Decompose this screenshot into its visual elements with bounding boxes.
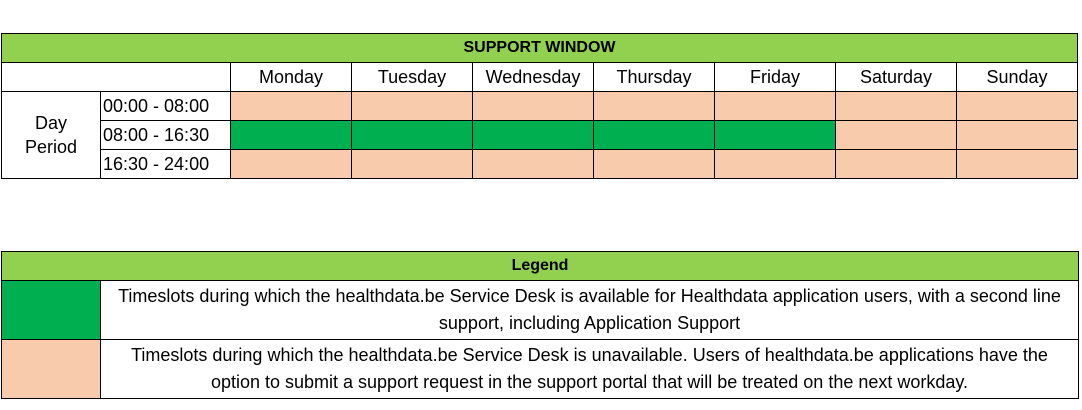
- slot-cell: [714, 120, 836, 150]
- table-row: 16:30 - 24:00: [2, 149, 1078, 179]
- slot-cell: [230, 149, 352, 179]
- day-header: Tuesday: [351, 62, 473, 92]
- time-slot-label: 00:00 - 08:00: [100, 91, 231, 121]
- slot-cell: [351, 120, 473, 150]
- period-label-line2: Period: [24, 137, 78, 157]
- day-header: Saturday: [835, 62, 957, 92]
- slot-cell: [714, 91, 836, 121]
- support-window-title: SUPPORT WINDOW: [1, 33, 1078, 63]
- day-header: Monday: [230, 62, 352, 92]
- legend-table: Legend Timeslots during which the health…: [0, 251, 1080, 399]
- slot-cell: [472, 91, 594, 121]
- support-window-table: SUPPORT WINDOW Monday Tuesday Wednesday …: [1, 33, 1078, 179]
- time-slot-label: 16:30 - 24:00: [100, 149, 231, 179]
- slot-cell: [835, 120, 957, 150]
- corner-cell: [1, 62, 231, 92]
- day-header: Friday: [714, 62, 836, 92]
- legend-text-unavailable: Timeslots during which the healthdata.be…: [99, 339, 1080, 399]
- slot-cell: [956, 120, 1078, 150]
- legend-swatch-unavailable: [1, 339, 101, 399]
- slot-cell: [472, 149, 594, 179]
- day-header: Wednesday: [472, 62, 594, 92]
- slot-cell: [956, 91, 1078, 121]
- slot-cell: [472, 120, 594, 150]
- slot-cell: [351, 91, 473, 121]
- table-row: Day Period 00:00 - 08:00: [1, 91, 1078, 179]
- slot-cell: [593, 120, 715, 150]
- slot-cell: [593, 149, 715, 179]
- slot-cell: [714, 149, 836, 179]
- slot-cell: [230, 91, 352, 121]
- slot-cell: [835, 91, 957, 121]
- legend-swatch-available: [1, 280, 101, 340]
- legend-text-available: Timeslots during which the healthdata.be…: [99, 280, 1080, 340]
- legend-row: Timeslots during which the healthdata.be…: [1, 280, 1080, 340]
- slot-cell: [835, 149, 957, 179]
- day-header: Sunday: [956, 62, 1078, 92]
- legend-row: Timeslots during which the healthdata.be…: [1, 339, 1080, 399]
- table-row: 08:00 - 16:30: [2, 120, 1078, 150]
- time-slot-label: 08:00 - 16:30: [100, 120, 231, 150]
- slot-cell: [956, 149, 1078, 179]
- period-label-line1: Day: [34, 113, 67, 133]
- slot-cell: [351, 149, 473, 179]
- legend-title: Legend: [0, 251, 1080, 281]
- slot-cell: [593, 91, 715, 121]
- day-header: Thursday: [593, 62, 715, 92]
- day-period-label: Day Period: [1, 91, 101, 179]
- slot-cell: [230, 120, 352, 150]
